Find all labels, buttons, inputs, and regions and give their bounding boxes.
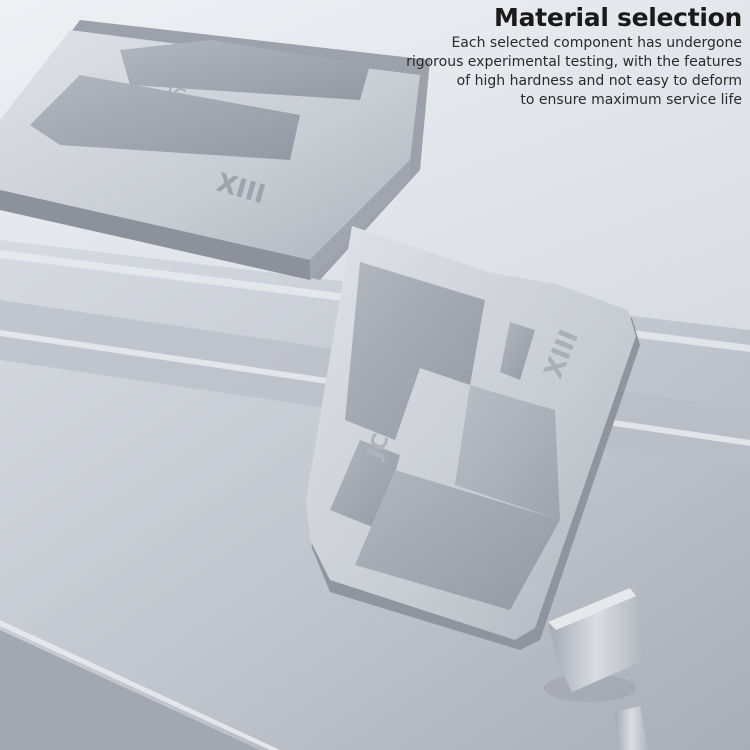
- description-line: to ensure maximum service life: [520, 92, 742, 108]
- description-line: Each selected component has undergone: [451, 35, 742, 51]
- clamp-block: [544, 588, 645, 702]
- description-line: rigorous experimental testing, with the …: [406, 54, 742, 70]
- description-line: of high hardness and not easy to deform: [456, 73, 742, 89]
- reballing-stencil-plate: JC XIII: [306, 226, 640, 650]
- feature-callout: Material selection Each selected compone…: [322, 2, 742, 110]
- heading-title: Material selection: [494, 3, 742, 32]
- clamp-block-partial: [615, 706, 648, 750]
- assembled-fixture-frame: JC XIII: [0, 20, 430, 280]
